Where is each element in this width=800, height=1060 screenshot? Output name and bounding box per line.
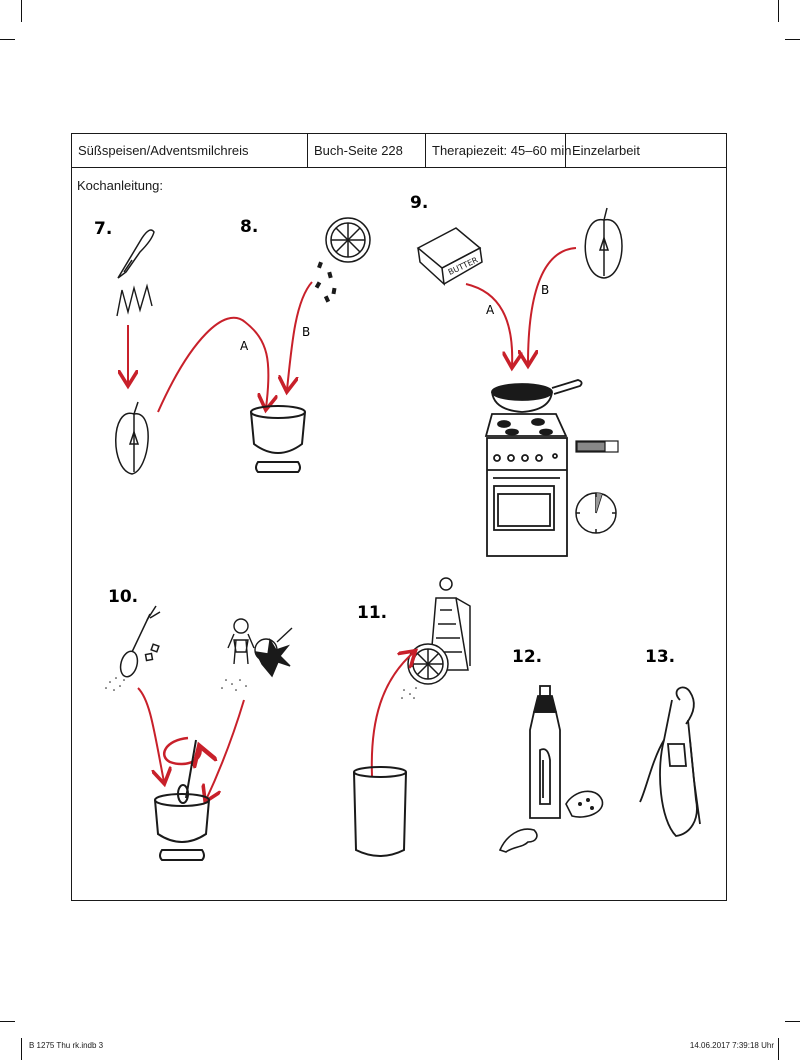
step-8-number: 8.	[240, 217, 258, 237]
step-8-label-b: B	[302, 325, 310, 339]
lemon-half-icon	[407, 643, 449, 685]
footer-left-imprint: B 1275 Thu rk.indb 3	[29, 1041, 104, 1050]
spoon-with-spice-icon	[119, 605, 161, 678]
sponge-icon	[565, 790, 604, 818]
step-9-arrow-a	[465, 283, 512, 366]
spice-dust-icon	[221, 679, 247, 691]
apple-half-icon	[115, 401, 149, 475]
mode-cell: Einzelarbeit	[572, 143, 640, 158]
step-9-label-a: A	[486, 303, 495, 317]
heat-level-icon	[575, 440, 619, 453]
bowl-icon	[250, 405, 306, 473]
cloth-icon	[498, 828, 538, 853]
crop-mark	[778, 0, 779, 22]
step-13-number: 13.	[645, 647, 675, 667]
cutting-zigzag-icon	[116, 283, 153, 317]
header-row: Süßspeisen/Adventsmilchreis Buch-Seite 2…	[72, 134, 726, 168]
step-9-label-b: B	[541, 283, 549, 297]
bowl-with-spoon-icon	[154, 739, 210, 861]
lemon-zest-icon	[314, 261, 337, 303]
step-9-number: 9.	[410, 193, 428, 213]
stirring-arrow	[163, 736, 200, 764]
crop-mark	[785, 39, 800, 40]
stove-icon	[484, 413, 568, 557]
step-10-arrow-right	[206, 699, 245, 800]
crop-mark	[21, 0, 22, 22]
step-9-arrow-b	[528, 247, 577, 364]
crop-mark	[785, 1021, 800, 1022]
dish-soap-bottle-icon	[529, 685, 561, 819]
recipe-card: Süßspeisen/Adventsmilchreis Buch-Seite 2…	[71, 133, 727, 901]
footer-right-timestamp: 14.06.2017 7:39:18 Uhr	[689, 1041, 774, 1050]
step-10-number: 10.	[108, 587, 138, 607]
step-8-arrow-a	[157, 316, 268, 412]
apron-icon	[639, 686, 701, 837]
glass-icon	[353, 766, 407, 857]
zest-dust-icon	[401, 687, 417, 699]
step-8-arrow-b	[287, 281, 313, 390]
step-11-arrow	[370, 652, 414, 777]
crop-mark	[778, 1038, 779, 1060]
step-7-number: 7.	[94, 219, 112, 239]
crop-mark	[0, 1021, 15, 1022]
knife-icon	[117, 229, 155, 279]
therapy-time-cell: Therapiezeit: 45–60 min	[426, 134, 571, 167]
butter-icon: BUTTER	[416, 227, 483, 286]
step-11-number: 11.	[357, 603, 387, 623]
step-8-label-a: A	[240, 339, 249, 353]
crop-mark	[0, 39, 15, 40]
step-10-arrow-left	[137, 687, 164, 782]
frying-pan-icon	[491, 379, 583, 413]
instructions-heading: Kochanleitung:	[77, 178, 164, 193]
lemon-slice-icon	[325, 217, 371, 263]
spice-dust-icon	[105, 677, 125, 691]
step-12-number: 12.	[512, 647, 542, 667]
page-ref-cell: Buch-Seite 228	[308, 134, 426, 167]
apple-half-icon	[584, 207, 623, 279]
crop-mark	[21, 1038, 22, 1060]
gingerbread-spices-icon	[227, 618, 293, 678]
timer-clock-icon	[575, 492, 617, 534]
category-cell: Süßspeisen/Adventsmilchreis	[72, 134, 308, 167]
